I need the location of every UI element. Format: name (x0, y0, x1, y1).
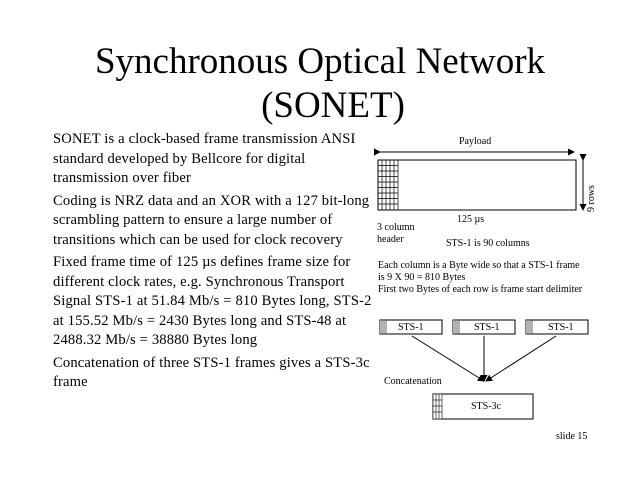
bullet-item: Concatenation of three STS-1 frames give… (53, 354, 370, 391)
bullet-item: Coding is NRZ data and an XOR with a 127… (53, 192, 370, 248)
slide-number: slide 15 (556, 431, 588, 442)
title-line-1: Synchronous Optical Network (94, 41, 546, 82)
sts1-frame (377, 159, 577, 211)
header-label-line-1: 3 column (377, 222, 415, 233)
frame-note-line-1: Each column is a Byte wide so that a STS… (378, 260, 580, 271)
sts1-frame-box (525, 319, 589, 335)
columns-label: STS-1 is 90 columns (446, 238, 530, 249)
sts1-frame-box (379, 319, 443, 335)
header-label-line-2: header (377, 234, 404, 245)
frame-header-grid (378, 160, 399, 210)
concatenation-label: Concatenation (384, 376, 442, 387)
sts3c-frame-box (432, 393, 534, 420)
bullet-list: SONET is a clock-based frame transmissio… (53, 130, 378, 396)
bullet-item: Fixed frame time of 125 µs defines frame… (53, 254, 372, 348)
frame-note-line-3: First two Bytes of each row is frame sta… (378, 284, 583, 295)
sts1-frame-box (452, 319, 516, 335)
slide-title: Synchronous Optical Network (SONET) (0, 40, 640, 128)
frame-time-label: 125 µs (457, 214, 485, 225)
frame-note-line-2: is 9 X 90 = 810 Bytes (378, 272, 466, 283)
title-line-2: (SONET) (261, 85, 405, 126)
rows-label: 9 rows (586, 185, 597, 212)
concatenation-arrows (411, 335, 557, 382)
payload-label: Payload (459, 136, 492, 147)
sts1-label: STS-1 (398, 322, 424, 333)
sts1-label: STS-1 (474, 322, 500, 333)
bullet-item: SONET is a clock-based frame transmissio… (53, 131, 356, 186)
sts3c-label: STS-3c (471, 401, 501, 412)
sts1-label: STS-1 (548, 322, 574, 333)
